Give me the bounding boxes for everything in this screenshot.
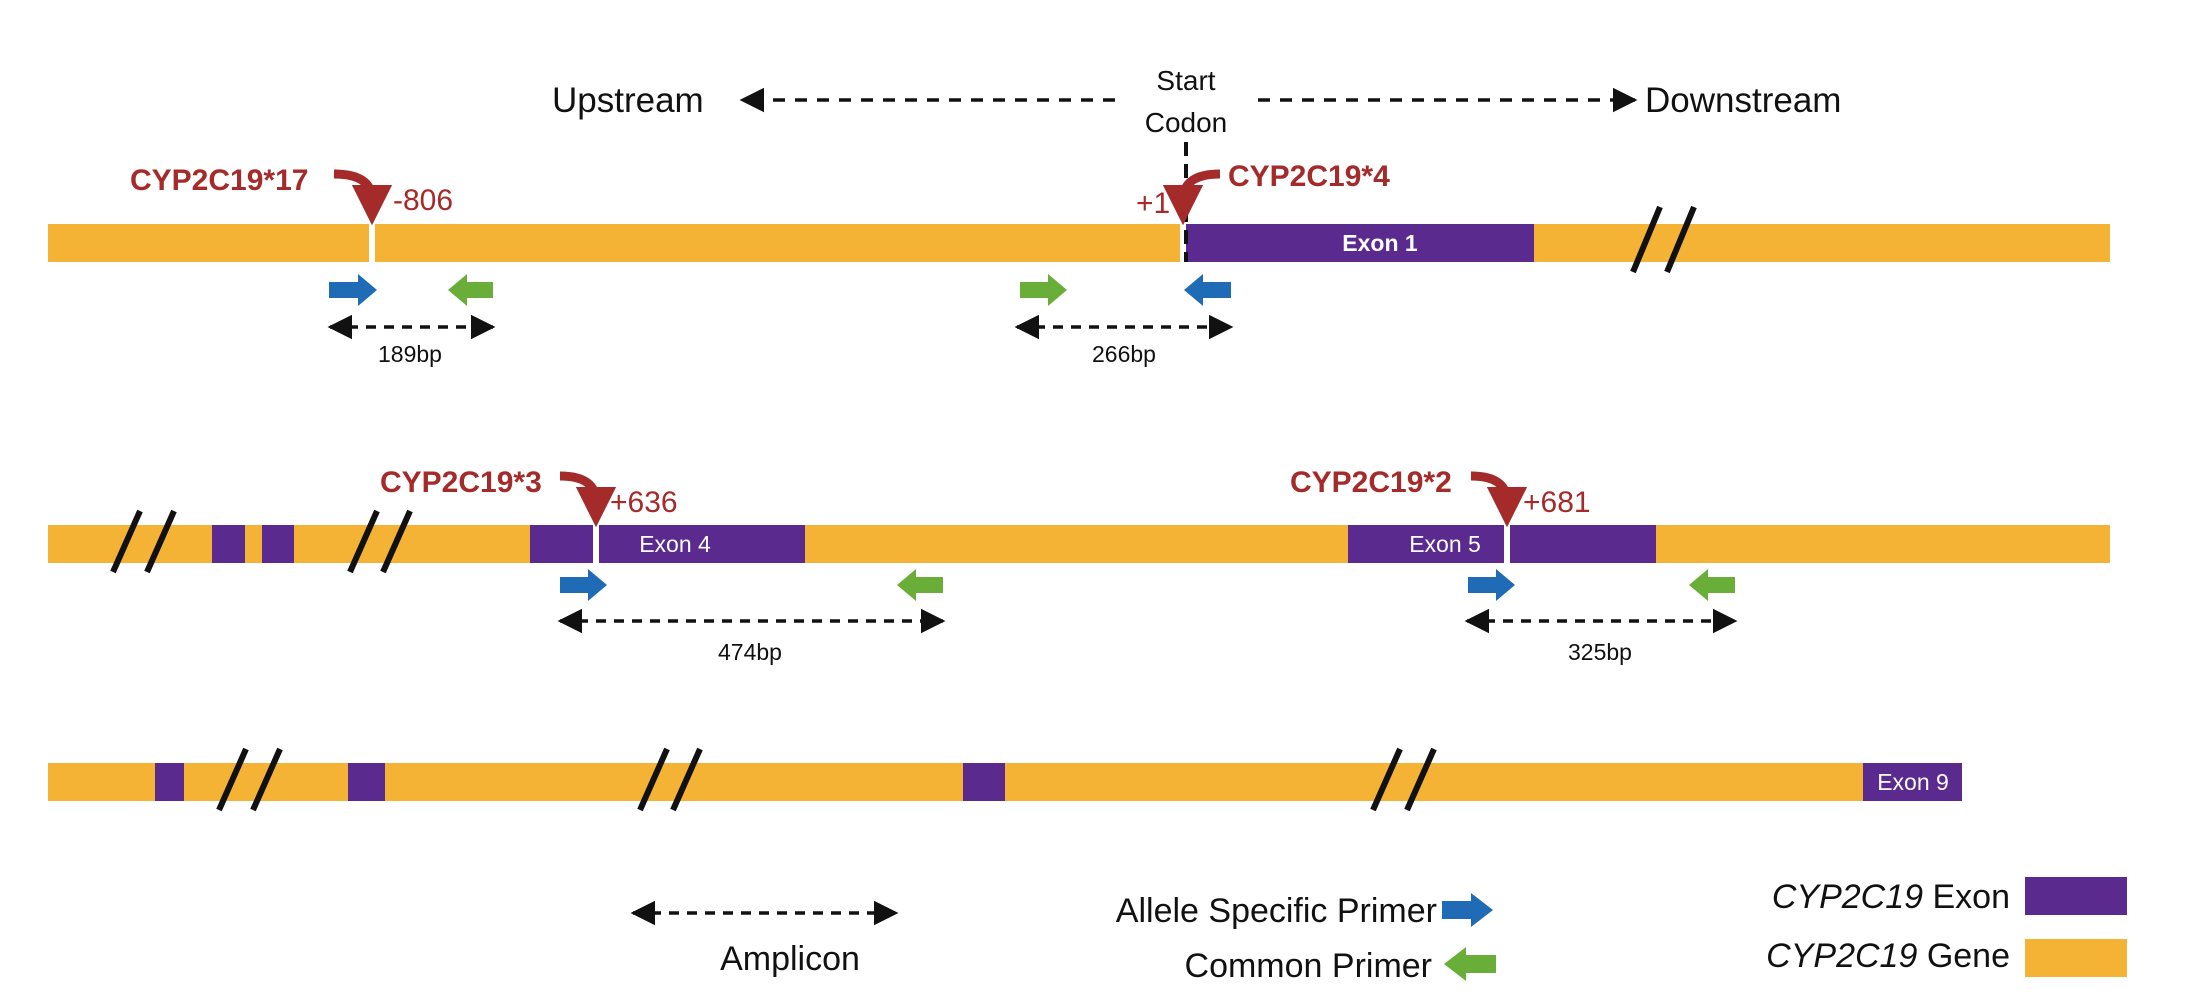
amplicon-266bp-label: 266bp bbox=[1092, 341, 1156, 367]
exon-4-label: Exon 4 bbox=[639, 531, 711, 557]
snp-cyp2c19-2-label: CYP2C19*2 bbox=[1290, 466, 1452, 499]
snp-gap-806 bbox=[369, 224, 375, 262]
common-primer-arrow bbox=[1020, 274, 1067, 306]
legend-exon-italic: CYP2C19 bbox=[1772, 878, 1923, 916]
break-mark bbox=[1630, 205, 1697, 274]
snp-cyp2c19-4-pos: +1 bbox=[1136, 187, 1170, 220]
allele-primer-arrow bbox=[560, 569, 607, 601]
amplicon-325bp-label: 325bp bbox=[1568, 639, 1632, 665]
snp-cyp2c19-2-pos: +681 bbox=[1523, 486, 1591, 519]
amplicon-474bp-label: 474bp bbox=[718, 639, 782, 665]
snp-gap-681 bbox=[1504, 525, 1510, 563]
exon-4 bbox=[530, 525, 805, 563]
snp-cyp2c19-3-pos: +636 bbox=[610, 486, 678, 519]
row-3: Exon 9 bbox=[48, 747, 1962, 812]
snp-cyp2c19-17-pos: -806 bbox=[393, 184, 453, 217]
exon-5 bbox=[1348, 525, 1656, 563]
legend-common-primer-arrow bbox=[1444, 947, 1496, 981]
exon-3 bbox=[262, 525, 294, 563]
exon-5-label: Exon 5 bbox=[1409, 531, 1481, 557]
snp-cyp2c19-4-label: CYP2C19*4 bbox=[1228, 160, 1390, 193]
row-2: Exon 4 Exon 5 CYP2C19*3 +636 CYP2C19*2 +… bbox=[48, 466, 2110, 665]
snp-cyp2c19-3-arrow bbox=[559, 471, 617, 528]
exon-1 bbox=[1186, 224, 1534, 262]
exon-2 bbox=[212, 525, 245, 563]
legend-allele-primer-label: Allele Specific Primer bbox=[1116, 892, 1437, 930]
legend-exon-label: CYP2C19 Exon bbox=[1772, 878, 2010, 916]
legend-amplicon-label: Amplicon bbox=[720, 940, 860, 978]
upstream-label: Upstream bbox=[552, 81, 704, 120]
exon-9 bbox=[1863, 763, 1962, 801]
snp-cyp2c19-17-label: CYP2C19*17 bbox=[130, 164, 308, 197]
legend-common-primer-label: Common Primer bbox=[1185, 947, 1432, 985]
legend-gene-italic: CYP2C19 bbox=[1766, 937, 1917, 975]
snp-cyp2c19-17-arrow bbox=[333, 169, 393, 226]
legend-exon-swatch bbox=[2025, 877, 2127, 915]
amplicon-189bp-label: 189bp bbox=[378, 341, 442, 367]
row-1: Exon 1 CYP2C19*17 -806 CYP2C19*4 +1 189b… bbox=[48, 142, 2110, 367]
exon-8 bbox=[963, 763, 1005, 801]
snp-cyp2c19-4-arrow bbox=[1162, 169, 1221, 226]
start-codon-label-line2: Codon bbox=[1145, 107, 1228, 138]
break-mark bbox=[347, 509, 413, 574]
common-primer-arrow bbox=[1689, 569, 1735, 601]
allele-primer-arrow bbox=[1468, 569, 1515, 601]
downstream-label: Downstream bbox=[1645, 81, 1841, 120]
common-primer-arrow bbox=[897, 569, 943, 601]
break-mark bbox=[1370, 747, 1437, 812]
exon-1-label: Exon 1 bbox=[1342, 230, 1418, 256]
exon-9-label: Exon 9 bbox=[1877, 769, 1949, 795]
snp-gap-plus1 bbox=[1180, 224, 1186, 262]
legend: Amplicon Allele Specific Primer Common P… bbox=[630, 877, 2127, 985]
legend-gene-swatch bbox=[2025, 939, 2127, 977]
allele-primer-arrow bbox=[329, 274, 377, 306]
break-mark bbox=[637, 747, 703, 812]
start-codon-label-line1: Start bbox=[1156, 65, 1215, 96]
exon-7 bbox=[348, 763, 385, 801]
snp-gap-636 bbox=[593, 525, 599, 563]
allele-primer-arrow bbox=[1184, 274, 1231, 306]
exon-6 bbox=[155, 763, 184, 801]
legend-gene-label: CYP2C19 Gene bbox=[1766, 937, 2010, 975]
common-primer-arrow bbox=[448, 274, 493, 306]
gene-bar-row1 bbox=[48, 224, 2110, 262]
snp-cyp2c19-2-arrow bbox=[1470, 471, 1528, 528]
break-mark bbox=[216, 747, 283, 812]
legend-allele-primer-arrow bbox=[1442, 893, 1493, 927]
legend-gene-rest: Gene bbox=[1917, 937, 2010, 975]
snp-cyp2c19-3-label: CYP2C19*3 bbox=[380, 466, 542, 499]
legend-exon-rest: Exon bbox=[1923, 878, 2010, 916]
break-mark bbox=[110, 509, 177, 574]
